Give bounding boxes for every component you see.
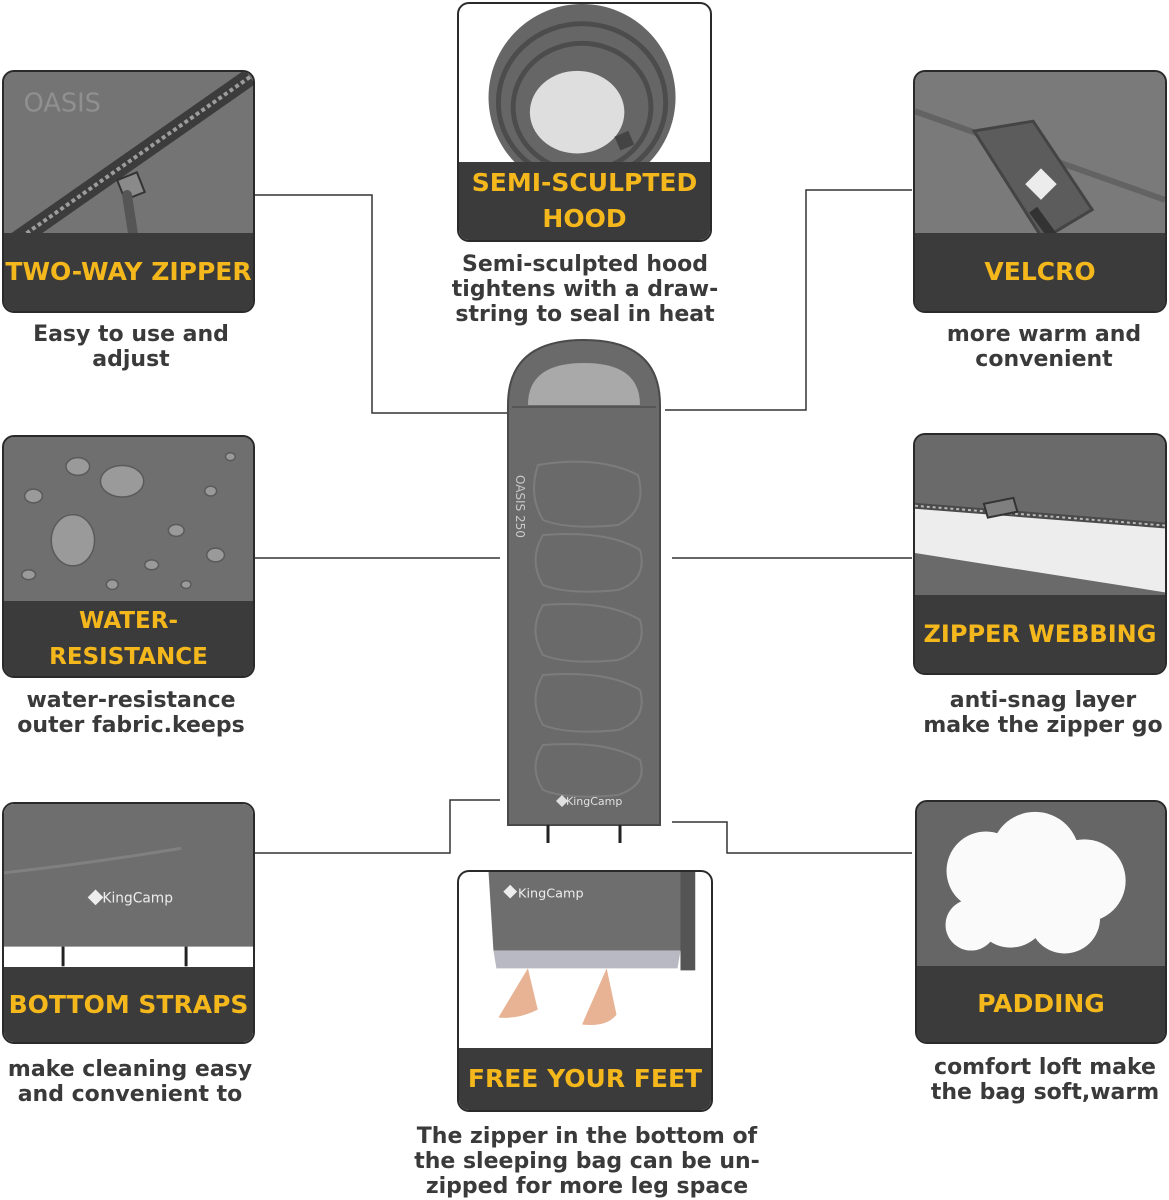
caption-line: comfort loft make: [934, 1055, 1156, 1080]
card-padding: PADDING: [915, 800, 1167, 1044]
title-velcro: VELCRO: [915, 233, 1165, 311]
caption-line: string to seal in heat: [455, 302, 715, 327]
caption-line: outer fabric.keeps: [17, 713, 245, 738]
title-two-way-zipper: TWO-WAY ZIPPER: [4, 233, 253, 311]
title-bottom-straps: BOTTOM STRAPS: [4, 967, 253, 1042]
caption-two-way-zipper: Easy to use and adjust: [0, 322, 262, 372]
caption-line: Easy to use and adjust: [33, 322, 229, 372]
caption-free-your-feet: The zipper in the bottom of the sleeping…: [412, 1124, 762, 1199]
caption-line: the bag soft,warm: [930, 1080, 1160, 1105]
card-water-resistance: WATER-RESISTANCE: [2, 435, 255, 678]
title-zipper-webbing: ZIPPER WEBBING: [915, 595, 1165, 673]
title-line: HOOD: [542, 204, 627, 233]
caption-line: Semi-sculpted hood: [462, 252, 708, 277]
caption-line: make the zipper go: [923, 713, 1163, 738]
title-line: SEMI-SCULPTED: [471, 168, 698, 197]
caption-line: the sleeping bag can be un-: [414, 1149, 760, 1174]
card-zipper-webbing: ZIPPER WEBBING: [913, 433, 1167, 675]
svg-text:KingCamp: KingCamp: [518, 887, 583, 902]
card-velcro: VELCRO: [913, 70, 1167, 313]
card-two-way-zipper: OASIS TWO-WAY ZIPPER: [2, 70, 255, 313]
card-semi-sculpted-hood: SEMI-SCULPTED HOOD: [457, 2, 712, 242]
caption-line: anti-snag layer: [949, 688, 1137, 713]
caption-line: water-resistance: [26, 688, 236, 713]
caption-line: convenient: [975, 347, 1113, 372]
bag-brand-print: KingCamp: [566, 795, 622, 808]
caption-zipper-webbing: anti-snag layer make the zipper go: [918, 688, 1168, 738]
caption-water-resistance: water-resistance outer fabric.keeps: [0, 688, 262, 738]
caption-line: more warm and: [946, 322, 1142, 347]
caption-semi-sculpted-hood: Semi-sculpted hood tightens with a draw-…: [440, 252, 730, 327]
svg-text:KingCamp: KingCamp: [102, 890, 173, 906]
card-bottom-straps: KingCamp BOTTOM STRAPS: [2, 802, 255, 1044]
caption-line: The zipper in the bottom of: [416, 1124, 758, 1149]
title-semi-sculpted-hood: SEMI-SCULPTED HOOD: [459, 162, 710, 240]
svg-text:OASIS: OASIS: [24, 88, 101, 118]
caption-line: make cleaning easy: [7, 1057, 253, 1082]
title-free-your-feet: FREE YOUR FEET: [459, 1048, 711, 1110]
caption-line: and convenient to: [17, 1082, 243, 1107]
caption-velcro: more warm and convenient: [920, 322, 1168, 372]
card-free-your-feet: KingCamp FREE YOUR FEET: [457, 870, 713, 1112]
bag-model-print: OASIS 250: [513, 475, 527, 538]
sleeping-bag-image: OASIS 250 KingCamp: [488, 335, 680, 855]
title-water-resistance: WATER-RESISTANCE: [4, 601, 253, 676]
caption-line: tightens with a draw-: [451, 277, 719, 302]
caption-padding: comfort loft make the bag soft,warm: [920, 1055, 1169, 1105]
caption-bottom-straps: make cleaning easy and convenient to: [0, 1057, 260, 1107]
title-padding: PADDING: [917, 966, 1165, 1042]
caption-line: zipped for more leg space: [425, 1174, 749, 1199]
